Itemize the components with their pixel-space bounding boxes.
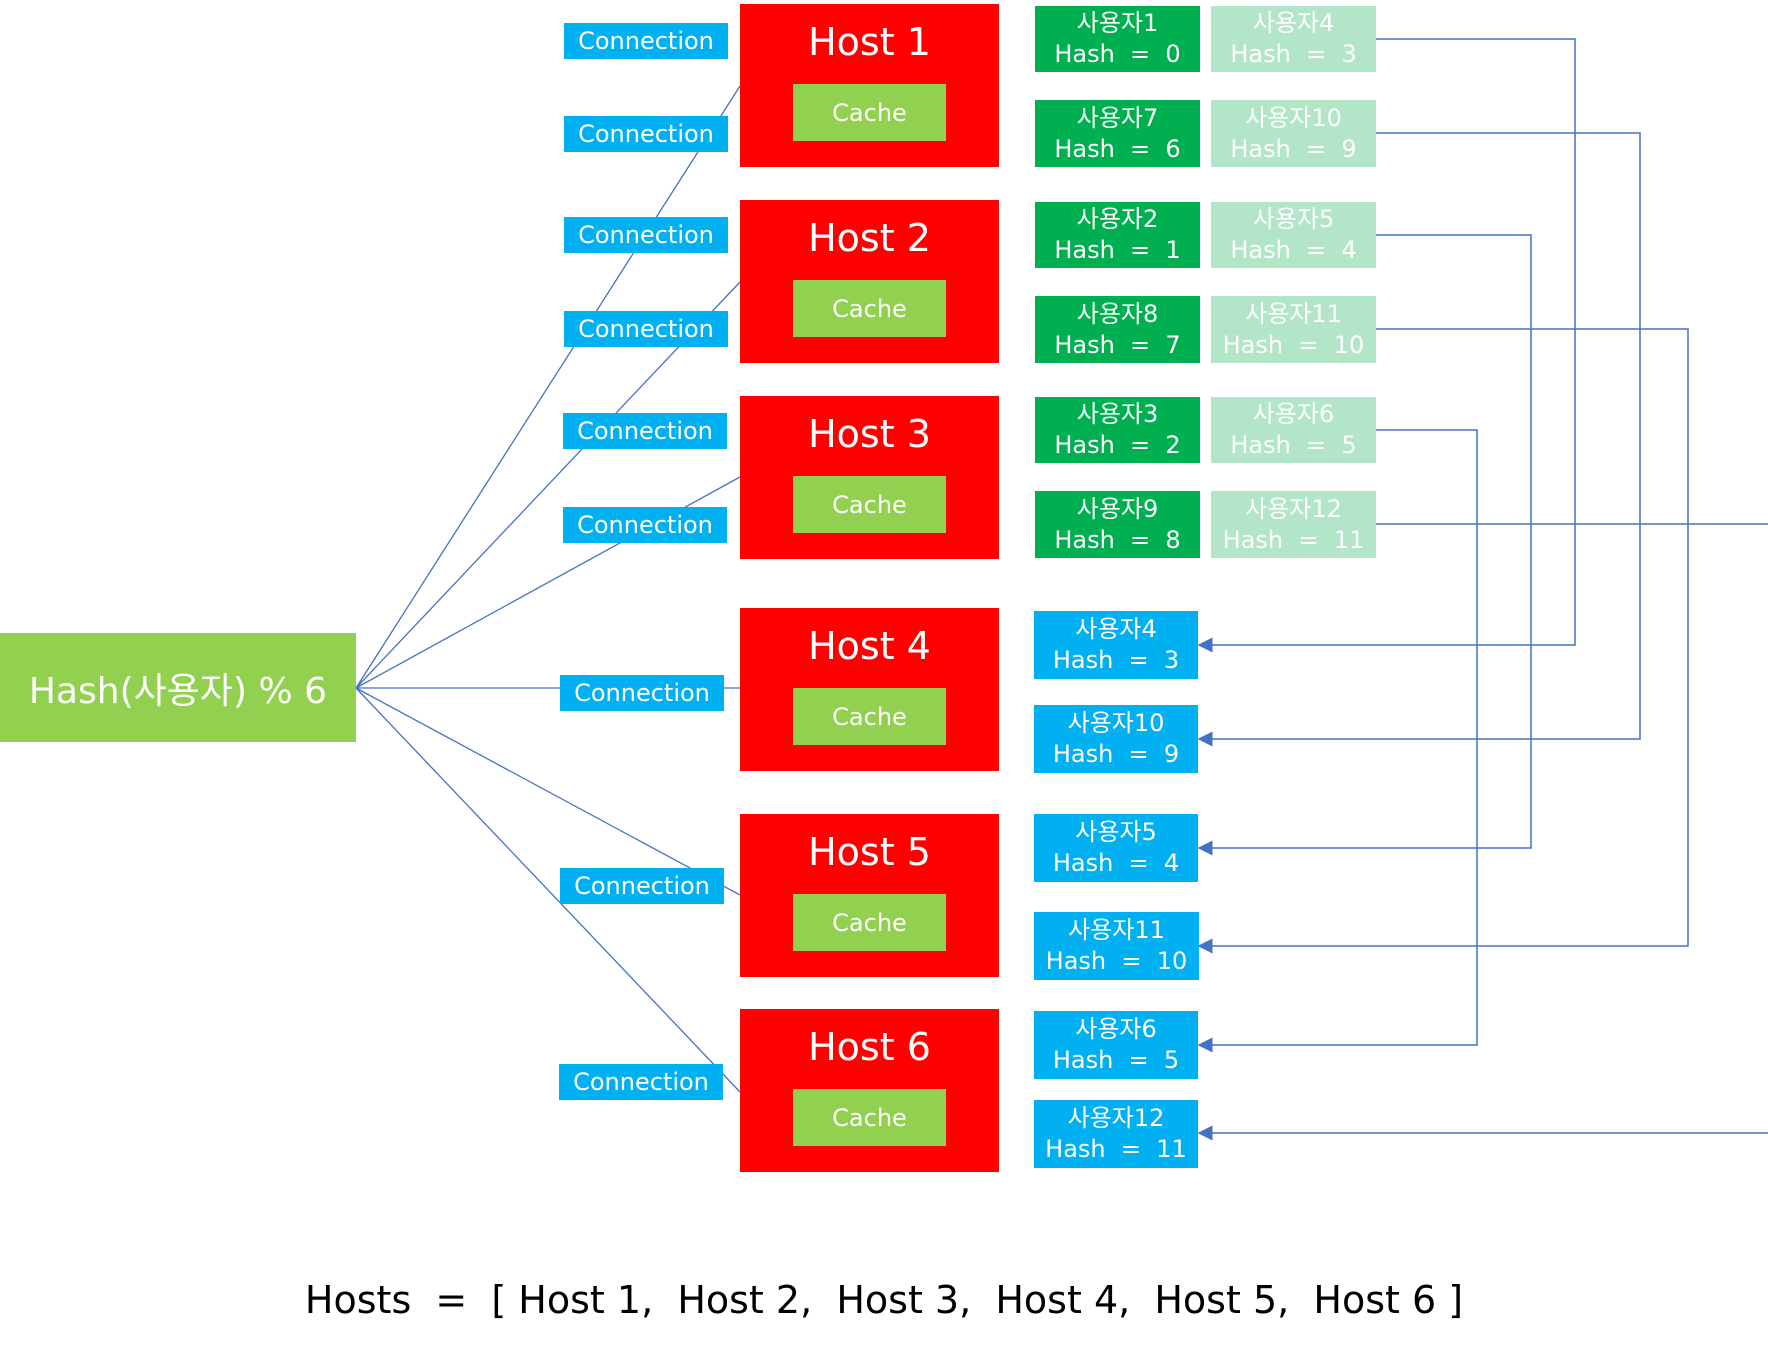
user-card: 사용자1 Hash = 0 <box>1035 6 1200 72</box>
cache-box: Cache <box>793 280 946 337</box>
connection-label: Connection <box>559 1064 723 1100</box>
host-title: Host 5 <box>808 830 931 874</box>
relocation-arrows <box>1197 38 1768 1141</box>
cache-box: Cache <box>793 476 946 533</box>
user-name: 사용자5 <box>1252 205 1335 233</box>
user-name: 사용자11 <box>1068 916 1165 944</box>
user-hash: Hash = 0 <box>1054 40 1181 68</box>
user-name: 사용자12 <box>1245 494 1342 523</box>
user-card: 사용자2 Hash = 1 <box>1035 202 1200 268</box>
user-card-moved-from: 사용자11 Hash = 10 <box>1211 296 1376 363</box>
user-hash: Hash = 9 <box>1052 740 1180 768</box>
hosts-list-caption: Hosts = [ Host 1, Host 2, Host 3, Host 4… <box>304 1278 1464 1322</box>
host-6: Host 6 Cache <box>740 1009 999 1172</box>
user-card: 사용자9 Hash = 8 <box>1035 491 1200 558</box>
cache-box: Cache <box>793 894 946 951</box>
user-card-moved-from: 사용자12 Hash = 11 <box>1211 491 1376 558</box>
user-card-moved-to: 사용자12 Hash = 11 <box>1034 1100 1198 1168</box>
user-name: 사용자6 <box>1075 1015 1157 1043</box>
connection-label: Connection <box>564 217 728 253</box>
user-name: 사용자12 <box>1067 1104 1165 1132</box>
connection-label: Connection <box>563 413 727 449</box>
user-card-moved-to: 사용자5 Hash = 4 <box>1034 814 1198 882</box>
host-1: Host 1 Cache <box>740 4 999 167</box>
connection-label: Connection <box>563 507 727 543</box>
user-hash: Hash = 5 <box>1230 431 1357 459</box>
host-title: Host 4 <box>808 624 931 668</box>
user-card-moved-to: 사용자11 Hash = 10 <box>1034 912 1199 980</box>
user-name: 사용자6 <box>1252 400 1335 428</box>
cache-box: Cache <box>793 84 946 141</box>
user-card: 사용자8 Hash = 7 <box>1035 296 1200 363</box>
host-title: Host 6 <box>808 1025 931 1069</box>
user-hash: Hash = 4 <box>1052 849 1180 877</box>
user-hash: Hash = 11 <box>1222 525 1365 554</box>
user-card-moved-from: 사용자10 Hash = 9 <box>1211 100 1376 167</box>
fanout-lines <box>355 85 741 1093</box>
user-name: 사용자3 <box>1076 400 1159 428</box>
connection-label: Connection <box>564 311 728 347</box>
user-name: 사용자1 <box>1076 9 1159 37</box>
hash-function-box: Hash(사용자) % 6 <box>0 633 356 742</box>
user-hash: Hash = 9 <box>1230 134 1357 163</box>
user-card-moved-to: 사용자6 Hash = 5 <box>1034 1011 1198 1079</box>
user-name: 사용자8 <box>1076 299 1159 328</box>
user-hash: Hash = 2 <box>1054 431 1181 459</box>
user-hash: Hash = 8 <box>1054 525 1181 554</box>
user-card-moved-to: 사용자4 Hash = 3 <box>1034 611 1198 679</box>
user-hash: Hash = 3 <box>1052 646 1180 674</box>
user-name: 사용자7 <box>1076 103 1159 132</box>
user-card-moved-from: 사용자5 Hash = 4 <box>1211 202 1376 268</box>
host-2: Host 2 Cache <box>740 200 999 363</box>
connection-label: Connection <box>560 675 724 711</box>
user-card: 사용자3 Hash = 2 <box>1035 397 1200 463</box>
host-3: Host 3 Cache <box>740 396 999 559</box>
user-name: 사용자2 <box>1076 205 1159 233</box>
host-title: Host 1 <box>808 20 931 64</box>
host-5: Host 5 Cache <box>740 814 999 977</box>
connection-label: Connection <box>564 116 728 152</box>
user-hash: Hash = 3 <box>1230 40 1357 68</box>
user-hash: Hash = 1 <box>1054 236 1181 264</box>
user-card-moved-from: 사용자4 Hash = 3 <box>1211 6 1376 72</box>
user-name: 사용자4 <box>1252 9 1335 37</box>
user-name: 사용자5 <box>1075 818 1157 846</box>
user-name: 사용자11 <box>1245 299 1342 328</box>
host-4: Host 4 Cache <box>740 608 999 771</box>
user-card: 사용자7 Hash = 6 <box>1035 100 1200 167</box>
user-hash: Hash = 6 <box>1054 134 1181 163</box>
user-name: 사용자9 <box>1076 494 1159 523</box>
user-name: 사용자4 <box>1075 615 1157 643</box>
user-name: 사용자10 <box>1067 709 1165 737</box>
user-hash: Hash = 10 <box>1045 947 1188 975</box>
user-hash: Hash = 7 <box>1054 330 1181 359</box>
cache-box: Cache <box>793 1089 946 1146</box>
user-hash: Hash = 10 <box>1222 330 1365 359</box>
host-title: Host 2 <box>808 216 931 260</box>
user-card-moved-to: 사용자10 Hash = 9 <box>1034 705 1198 773</box>
user-card-moved-from: 사용자6 Hash = 5 <box>1211 397 1376 463</box>
user-name: 사용자10 <box>1245 103 1342 132</box>
host-title: Host 3 <box>808 412 931 456</box>
user-hash: Hash = 4 <box>1230 236 1357 264</box>
connection-label: Connection <box>564 23 728 59</box>
user-hash: Hash = 11 <box>1045 1135 1187 1163</box>
user-hash: Hash = 5 <box>1052 1046 1180 1074</box>
cache-box: Cache <box>793 688 946 745</box>
connection-label: Connection <box>560 868 724 904</box>
